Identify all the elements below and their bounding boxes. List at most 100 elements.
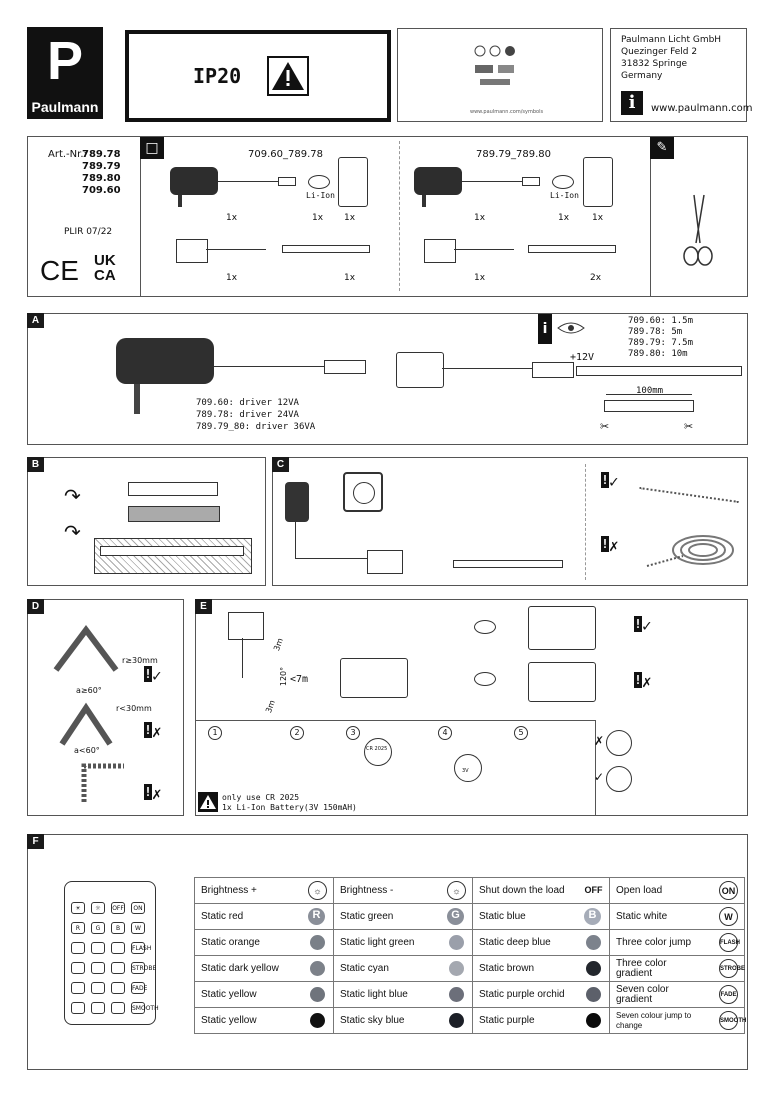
driver-rating-2: 789.78: driver 24VA	[196, 410, 299, 420]
symbols-icon	[474, 45, 515, 85]
legend-label: Static white	[616, 911, 668, 922]
li-ion-label: Li-Ion	[306, 191, 335, 200]
driver-illustration	[170, 167, 218, 195]
remote-key[interactable]	[111, 942, 125, 954]
legend-label: Static brown	[479, 963, 535, 974]
article-number-3: 789.80	[82, 173, 121, 184]
eye-icon	[557, 322, 585, 334]
ok-icon-e: !✓	[634, 616, 652, 635]
controller-e-illustration	[228, 612, 264, 640]
remote-key[interactable]	[91, 982, 105, 994]
remote-key[interactable]	[91, 1002, 105, 1014]
ip-rating-box: IP20	[125, 30, 391, 122]
strip-length-3: 789.79: 7.5m	[628, 338, 694, 348]
legend-cell: Static yellow	[194, 1007, 334, 1034]
remote-key[interactable]: FADE	[131, 982, 147, 994]
remote-key[interactable]: STROBE	[131, 962, 156, 974]
section-a-panel: A 709.60: driver 12VA 789.78: driver 24V…	[27, 313, 748, 445]
remote-key[interactable]	[91, 962, 105, 974]
strip-illustration	[282, 245, 370, 253]
section-b-tag: B	[27, 457, 44, 472]
package-contents-panel: Art.-Nr.: 789.78 789.79 789.80 709.60 PL…	[27, 136, 748, 297]
not-ok-icon-d1: !✗	[144, 722, 162, 741]
section-c-tag: C	[272, 457, 289, 472]
strip-length-1: 709.60: 1.5m	[628, 316, 694, 326]
legend-cell: Static light blue	[333, 981, 473, 1008]
key-icon: ☼	[447, 881, 466, 900]
scissors-icon	[683, 194, 713, 266]
color-swatch	[310, 935, 325, 950]
remote-key[interactable]: ON	[131, 902, 145, 914]
legend-label: Brightness +	[201, 885, 257, 896]
legend-label: Static purple	[479, 1015, 535, 1026]
color-swatch	[310, 961, 325, 976]
range-label: <7m	[290, 674, 309, 685]
plir-code: PLIR 07/22	[64, 227, 113, 237]
ukca-line-2: CA	[94, 267, 116, 284]
remote-key[interactable]: FLASH	[131, 942, 151, 954]
legend-label: Static blue	[479, 911, 526, 922]
legend-label: Static orange	[201, 937, 260, 948]
remote-key[interactable]	[71, 1002, 85, 1014]
legend-cell: Static purple	[472, 1007, 610, 1034]
package-right-heading: 789.79_789.80	[476, 149, 551, 160]
color-swatch	[449, 961, 464, 976]
remote-key[interactable]	[71, 982, 85, 994]
socket-illustration	[343, 472, 383, 512]
remote-key[interactable]	[111, 982, 125, 994]
warning-icon	[267, 56, 309, 96]
color-swatch	[586, 987, 601, 1002]
legend-label: Seven color gradient	[616, 983, 669, 1005]
legend-cell: Static dark yellow	[194, 955, 334, 982]
remote-key[interactable]	[91, 942, 105, 954]
qty-battery-right: 1x	[558, 213, 570, 223]
brand-name: Paulmann	[31, 99, 99, 115]
remote-key[interactable]: R	[71, 922, 85, 934]
legend-label: Static red	[201, 911, 244, 922]
key-icon: OFF	[584, 885, 603, 895]
driver-rating-1: 709.60: driver 12VA	[196, 398, 299, 408]
legend-label: Static deep blue	[479, 937, 551, 948]
strip-c	[453, 560, 563, 568]
legend-cell: Static blue B	[472, 903, 610, 930]
controller-illustration-right	[424, 239, 456, 263]
article-label: Art.-Nr.:	[48, 149, 87, 160]
legend-cell: Static light green	[333, 929, 473, 956]
remote-key[interactable]: G	[91, 922, 105, 934]
legend-cell: Static orange	[194, 929, 334, 956]
legend-label: Static yellow	[201, 1015, 257, 1026]
legend-label: Static purple orchid	[479, 989, 565, 1000]
remote-key[interactable]: B	[111, 922, 125, 934]
rotate-icon-1: ↷	[64, 484, 81, 508]
remote-key[interactable]	[71, 962, 85, 974]
color-letter-swatch: B	[584, 908, 601, 925]
rotate-icon-2: ↷	[64, 520, 81, 544]
address-line-3: 31832 Springe	[621, 59, 688, 69]
battery-illustration-right	[552, 175, 574, 189]
remote-key[interactable]: OFF	[111, 902, 125, 914]
remote-key[interactable]: ☀	[71, 902, 85, 914]
remote-key[interactable]	[71, 942, 85, 954]
legend-label: Static green	[340, 911, 394, 922]
strip-mount-1	[128, 482, 218, 496]
remote-key[interactable]: W	[131, 922, 145, 934]
remote-key[interactable]	[111, 962, 125, 974]
remote-key[interactable]: ☼	[91, 902, 105, 914]
ok-icon-d: !✓	[144, 666, 162, 685]
legend-cell: Static sky blue	[333, 1007, 473, 1034]
key-icon: SMOOTH	[719, 1011, 746, 1030]
legend-cell: Static deep blue	[472, 929, 610, 956]
address-line-4: Germany	[621, 71, 663, 81]
ok-icon-c: !✓	[601, 472, 619, 491]
remote-key[interactable]: SMOOTH	[131, 1002, 159, 1014]
remote-key[interactable]	[111, 1002, 125, 1014]
